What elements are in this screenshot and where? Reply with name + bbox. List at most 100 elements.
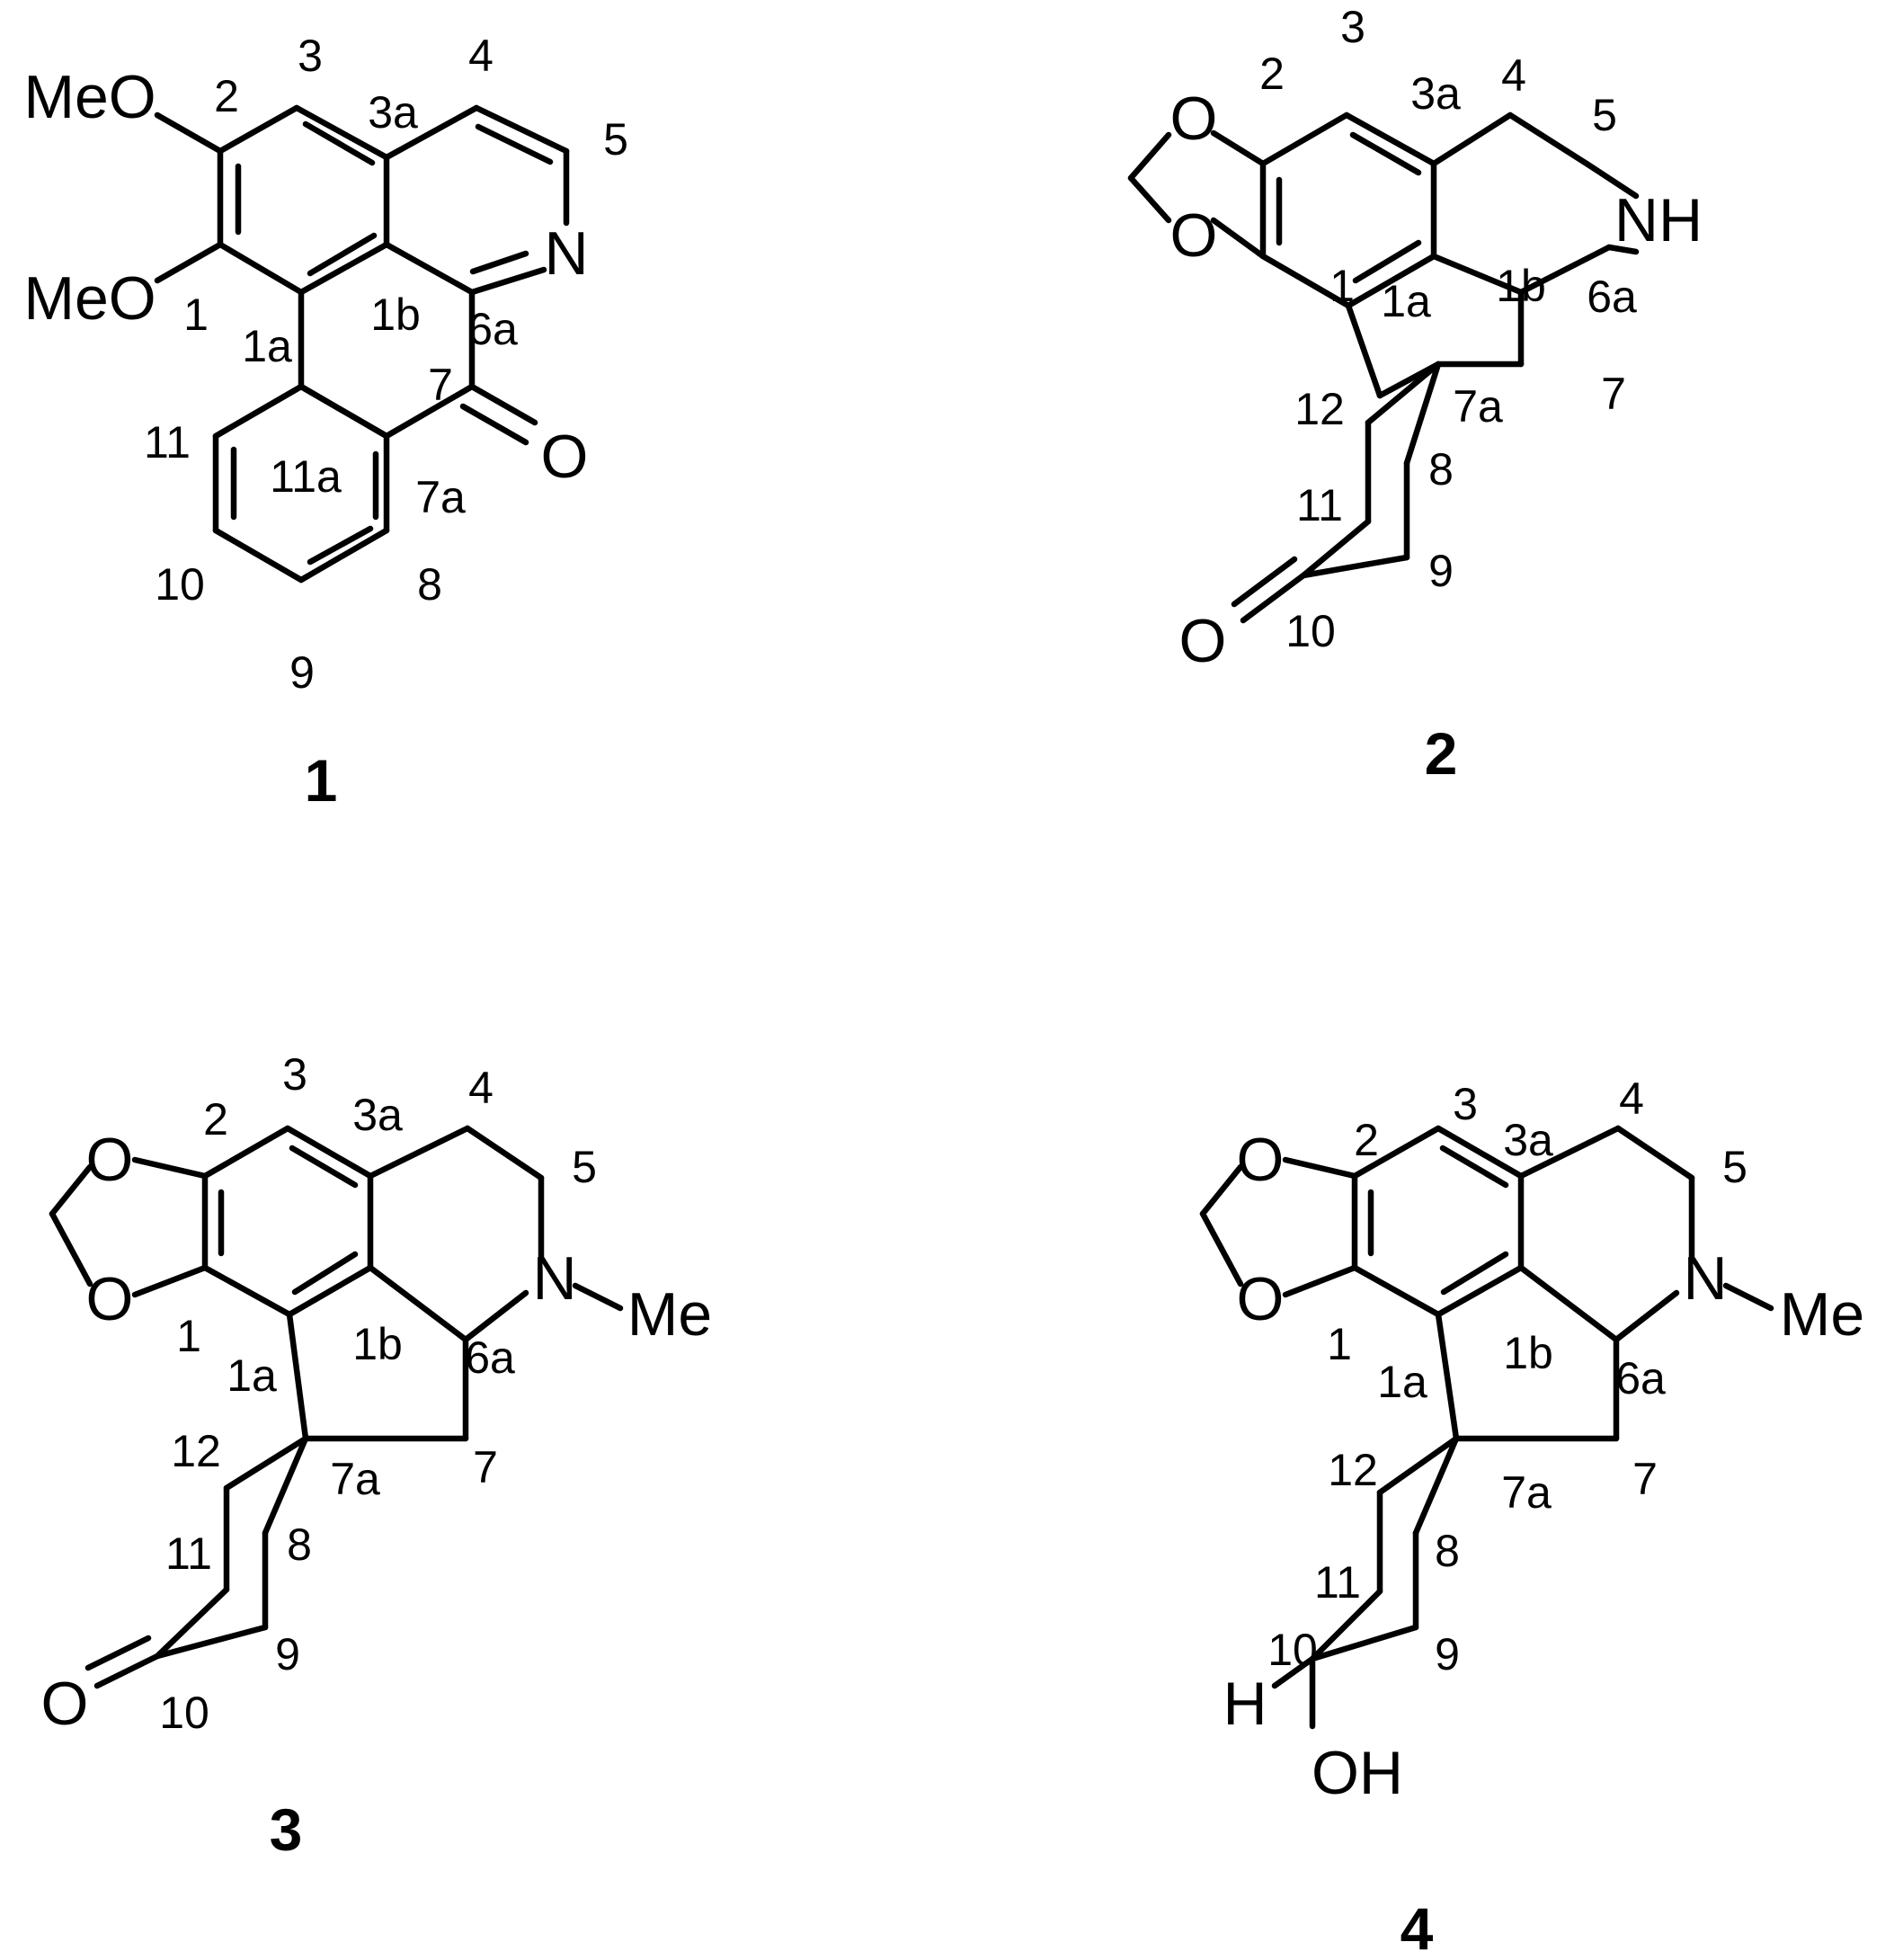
locant-label: 12 xyxy=(171,1426,221,1476)
locant-label: 1a xyxy=(1377,1357,1427,1407)
locant-label: 1 xyxy=(1327,1319,1352,1369)
locant-label: 3 xyxy=(298,31,323,81)
atom-label: Me xyxy=(1780,1280,1864,1349)
locant-label: 7a xyxy=(415,472,466,522)
locant-label: 12 xyxy=(1328,1445,1378,1495)
compound-number: 2 xyxy=(1425,720,1458,787)
locant-label: 9 xyxy=(289,647,315,698)
locant-label: 8 xyxy=(1435,1526,1460,1576)
locant-label: 3a xyxy=(368,87,418,138)
locant-label: 1a xyxy=(1381,276,1431,326)
locant-label: 5 xyxy=(1592,90,1617,140)
locant-label: 9 xyxy=(1435,1629,1460,1679)
compound-4-structure: O O N Me H OH 3 2 3a 4 5 1 1a 1b 6a 12 7… xyxy=(1199,1074,1864,1960)
atom-label: O xyxy=(1237,1265,1285,1333)
compound-3-bonds xyxy=(49,1125,624,1689)
compound-2-locants: 3 2 3a 4 5 1 1a 1b 6a 12 7a 7 11 8 9 10 xyxy=(1259,2,1637,656)
compound-number: 4 xyxy=(1401,1895,1434,1960)
locant-label: 1b xyxy=(1503,1328,1553,1378)
locant-label: 7a xyxy=(1453,381,1503,432)
atom-label: O xyxy=(1237,1126,1285,1194)
atom-label: O xyxy=(541,423,589,491)
locant-label: 7 xyxy=(428,360,453,410)
compound-1-atoms: MeO MeO N O xyxy=(23,63,588,491)
locant-label: 11a xyxy=(270,451,342,502)
compound-3-structure: O O N Me O 3 2 3a 4 5 1 1a 1b 6a 12 7a 7… xyxy=(41,1049,713,1863)
compound-4-bonds xyxy=(1199,1125,1774,1730)
locant-label: 1b xyxy=(370,290,421,340)
locant-label: 6a xyxy=(467,304,518,354)
atom-label: O xyxy=(1170,201,1218,270)
compound-2-structure: O O NH O 3 2 3a 4 5 1 1a 1b 6a 12 7a 7 1… xyxy=(1127,2,1703,787)
locant-label: 9 xyxy=(1428,546,1454,596)
compound-1-structure: MeO MeO N O 2 3 3a 4 5 1 1a 1b 6a 7 11 1… xyxy=(23,31,628,814)
atom-label: MeO xyxy=(23,63,156,131)
locant-label: 3a xyxy=(352,1090,403,1140)
locant-label: 3 xyxy=(282,1049,307,1100)
locant-label: 7 xyxy=(473,1442,498,1492)
locant-label: 1b xyxy=(1496,261,1546,311)
locant-label: 10 xyxy=(1267,1625,1318,1675)
locant-label: 7a xyxy=(330,1454,380,1504)
locant-label: 6a xyxy=(1615,1353,1666,1403)
locant-label: 1 xyxy=(1329,261,1355,311)
locant-label: 10 xyxy=(1285,606,1336,656)
locant-label: 10 xyxy=(159,1688,209,1738)
compound-number: 1 xyxy=(305,747,338,814)
locant-label: 1 xyxy=(176,1311,201,1361)
locant-label: 6a xyxy=(465,1332,515,1383)
locant-label: 7 xyxy=(1601,369,1626,419)
locant-label: 7a xyxy=(1501,1467,1552,1518)
locant-label: 5 xyxy=(603,114,628,165)
locant-label: 5 xyxy=(572,1142,597,1192)
atom-label: O xyxy=(86,1126,134,1194)
locant-label: 4 xyxy=(468,31,494,81)
locant-label: 2 xyxy=(1354,1115,1379,1165)
locant-label: 3 xyxy=(1453,1079,1478,1129)
compound-4-atoms: O O N Me H OH xyxy=(1223,1126,1864,1807)
locant-label: 2 xyxy=(1259,49,1285,99)
locant-label: 3 xyxy=(1340,2,1365,52)
compound-4-locants: 3 2 3a 4 5 1 1a 1b 6a 12 7a 7 11 8 10 9 xyxy=(1267,1074,1747,1679)
compound-1-bonds xyxy=(154,104,570,584)
locant-label: 11 xyxy=(1296,480,1343,530)
locant-label: 8 xyxy=(1428,444,1454,494)
locant-label: 4 xyxy=(1619,1074,1644,1124)
compound-3-atoms: O O N Me O xyxy=(41,1126,713,1738)
atom-label: Me xyxy=(627,1280,712,1349)
compound-2-atoms: O O NH O xyxy=(1170,85,1703,675)
locant-label: 1b xyxy=(352,1319,403,1369)
locant-label: 10 xyxy=(155,559,205,610)
atom-label: O xyxy=(1179,607,1227,675)
atom-label: NH xyxy=(1614,186,1703,254)
compound-1-locants: 2 3 3a 4 5 1 1a 1b 6a 7 11 11a 7a 10 8 9 xyxy=(144,31,628,698)
atom-label: MeO xyxy=(23,264,156,333)
atom-label: N xyxy=(532,1244,576,1313)
atom-label: O xyxy=(1170,85,1218,153)
locant-label: 1a xyxy=(227,1350,277,1401)
locant-label: 1a xyxy=(242,321,292,371)
atom-label: O xyxy=(86,1265,134,1333)
locant-label: 1 xyxy=(183,290,209,340)
locant-label: 6a xyxy=(1587,272,1637,322)
locant-label: 4 xyxy=(468,1063,494,1113)
locant-label: 8 xyxy=(287,1519,312,1570)
locant-label: 2 xyxy=(214,71,239,121)
locant-label: 2 xyxy=(203,1094,228,1145)
compound-2-bonds xyxy=(1127,111,1640,624)
atom-label: H xyxy=(1223,1670,1267,1738)
atom-label: N xyxy=(544,219,588,288)
atom-label: O xyxy=(41,1670,89,1738)
locant-label: 11 xyxy=(1314,1557,1361,1608)
locant-label: 12 xyxy=(1294,384,1345,434)
locant-label: 7 xyxy=(1632,1454,1658,1504)
locant-label: 11 xyxy=(165,1528,212,1579)
locant-label: 11 xyxy=(144,417,191,468)
locant-label: 3a xyxy=(1410,68,1461,119)
atom-label: N xyxy=(1683,1244,1727,1313)
atom-label: OH xyxy=(1312,1739,1403,1807)
locant-label: 8 xyxy=(417,559,442,610)
locant-label: 9 xyxy=(275,1629,300,1679)
